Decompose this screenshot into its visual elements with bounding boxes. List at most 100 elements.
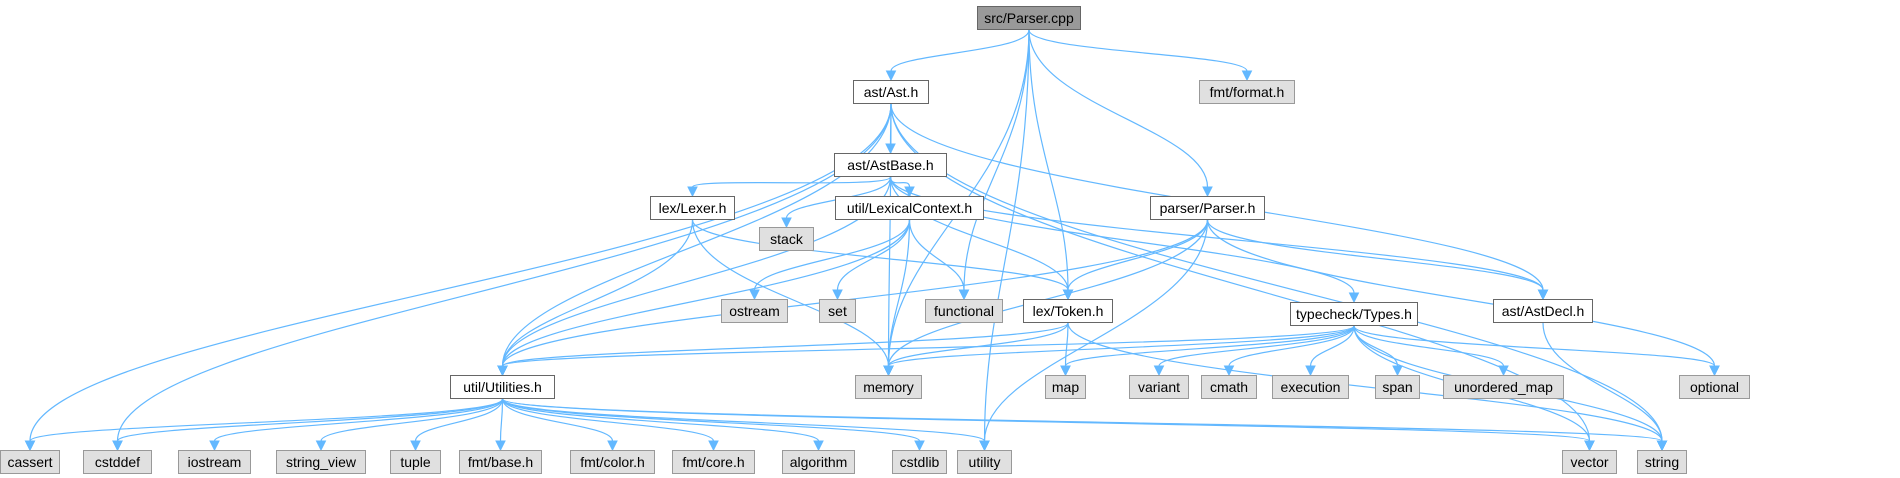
- edge-types_h-to-memory: [883, 325, 1355, 377]
- node-box: [1562, 450, 1617, 474]
- node-box: [834, 153, 947, 177]
- node-label: stack: [770, 231, 804, 247]
- node-string: string: [1637, 450, 1687, 474]
- node-label: set: [828, 303, 847, 319]
- edge-lexer_h-to-token_h: [691, 219, 1074, 301]
- node-lexctx-h[interactable]: util/LexicalContext.h: [835, 196, 984, 220]
- node-label: cstddef: [95, 454, 140, 470]
- node-fmt-format: fmt/format.h: [1199, 80, 1295, 104]
- edge-types_h-to-map: [1060, 325, 1355, 377]
- node-box: [390, 450, 441, 474]
- edge-utilities_h-to-vector: [501, 398, 1595, 452]
- node-cassert: cassert: [0, 450, 60, 474]
- node-label: lex/Token.h: [1033, 303, 1104, 319]
- node-box: [1679, 375, 1750, 399]
- node-cstdlib: cstdlib: [892, 450, 947, 474]
- node-label: string_view: [286, 454, 357, 470]
- node-stack: stack: [759, 227, 814, 251]
- node-variant: variant: [1129, 375, 1189, 399]
- edge-utilities_h-to-algorithm: [501, 398, 824, 452]
- node-label: algorithm: [790, 454, 848, 470]
- node-label: iostream: [188, 454, 242, 470]
- node-label: fmt/format.h: [1210, 84, 1285, 100]
- node-box: [1199, 80, 1295, 104]
- edge-utilities_h-to-fmt_color: [501, 398, 618, 452]
- node-utility: utility: [957, 450, 1012, 474]
- node-label: functional: [934, 303, 994, 319]
- node-label: utility: [969, 454, 1001, 470]
- node-box: [1201, 375, 1257, 399]
- node-label: string: [1645, 454, 1679, 470]
- node-label: span: [1382, 379, 1412, 395]
- node-types-h[interactable]: typecheck/Types.h: [1290, 302, 1418, 326]
- node-astbase-h[interactable]: ast/AstBase.h: [834, 153, 947, 177]
- node-iostream: iostream: [178, 450, 251, 474]
- node-box: [977, 6, 1081, 30]
- node-label: tuple: [400, 454, 431, 470]
- node-span: span: [1375, 375, 1420, 399]
- node-fmt-core: fmt/core.h: [672, 450, 755, 474]
- node-astdecl-h[interactable]: ast/AstDecl.h: [1493, 299, 1593, 323]
- node-label: util/LexicalContext.h: [847, 200, 972, 216]
- node-memory: memory: [855, 375, 922, 399]
- node-unordered-map: unordered_map: [1443, 375, 1564, 399]
- node-box: [855, 375, 922, 399]
- node-map: map: [1045, 375, 1086, 399]
- node-label: ast/AstDecl.h: [1502, 303, 1584, 319]
- file-nodes: src/Parser.cpp ast/Ast.h fmt/format.h ast/A…: [0, 6, 1750, 474]
- edge-ast_h-to-utilities_h: [497, 103, 892, 377]
- edge-parser_cpp-to-parser_h: [1028, 29, 1213, 198]
- node-label: unordered_map: [1454, 379, 1553, 395]
- edge-types_h-to-cmath: [1223, 325, 1355, 377]
- node-box: [83, 450, 152, 474]
- node-box: [1375, 375, 1420, 399]
- node-parser-cpp[interactable]: src/Parser.cpp: [977, 6, 1081, 30]
- edge-parser_cpp-to-token_h: [1028, 29, 1074, 301]
- node-parser-h[interactable]: parser/Parser.h: [1150, 196, 1265, 220]
- edge-parser_cpp-to-utility: [979, 29, 1030, 452]
- node-box: [1493, 299, 1593, 323]
- node-optional: optional: [1679, 375, 1750, 399]
- node-cstddef: cstddef: [83, 450, 152, 474]
- node-box: [1290, 302, 1418, 326]
- edge-types_h-to-optional: [1353, 325, 1720, 377]
- node-functional: functional: [925, 299, 1003, 323]
- node-utilities-h[interactable]: util/Utilities.h: [450, 375, 555, 399]
- node-label: optional: [1690, 379, 1739, 395]
- node-algorithm: algorithm: [782, 450, 855, 474]
- edge-utilities_h-to-cstdlib: [501, 398, 925, 452]
- edge-utilities_h-to-iostream: [209, 398, 504, 452]
- edge-types_h-to-execution: [1305, 325, 1355, 377]
- node-label: memory: [863, 379, 914, 395]
- node-cmath: cmath: [1201, 375, 1257, 399]
- node-box: [819, 299, 856, 323]
- edge-types_h-to-variant: [1153, 325, 1355, 377]
- node-label: ast/AstBase.h: [847, 157, 933, 173]
- node-box: [1045, 375, 1086, 399]
- node-vector: vector: [1562, 450, 1617, 474]
- node-fmt-color: fmt/color.h: [570, 450, 655, 474]
- node-ast-h[interactable]: ast/Ast.h: [853, 80, 929, 104]
- node-box: [1637, 450, 1687, 474]
- node-token-h[interactable]: lex/Token.h: [1023, 299, 1113, 323]
- node-label: parser/Parser.h: [1160, 200, 1256, 216]
- node-fmt-base: fmt/base.h: [459, 450, 542, 474]
- node-label: cassert: [7, 454, 52, 470]
- node-box: [459, 450, 542, 474]
- edge-utilities_h-to-utility: [501, 398, 990, 452]
- node-tuple: tuple: [390, 450, 441, 474]
- edge-utilities_h-to-fmt_core: [501, 398, 719, 452]
- node-label: util/Utilities.h: [463, 379, 542, 395]
- node-box: [0, 450, 60, 474]
- edge-lexctx_h-to-ostream: [749, 219, 911, 301]
- node-lexer-h[interactable]: lex/Lexer.h: [650, 196, 735, 220]
- node-box: [1023, 299, 1113, 323]
- node-label: cstdlib: [900, 454, 940, 470]
- node-label: map: [1052, 379, 1079, 395]
- node-label: cmath: [1210, 379, 1248, 395]
- edge-utilities_h-to-tuple: [410, 398, 504, 452]
- edge-token_h-to-utilities_h: [497, 322, 1069, 377]
- edge-parser_h-to-astdecl_h: [1206, 219, 1549, 301]
- edge-lexctx_h-to-functional: [908, 219, 970, 301]
